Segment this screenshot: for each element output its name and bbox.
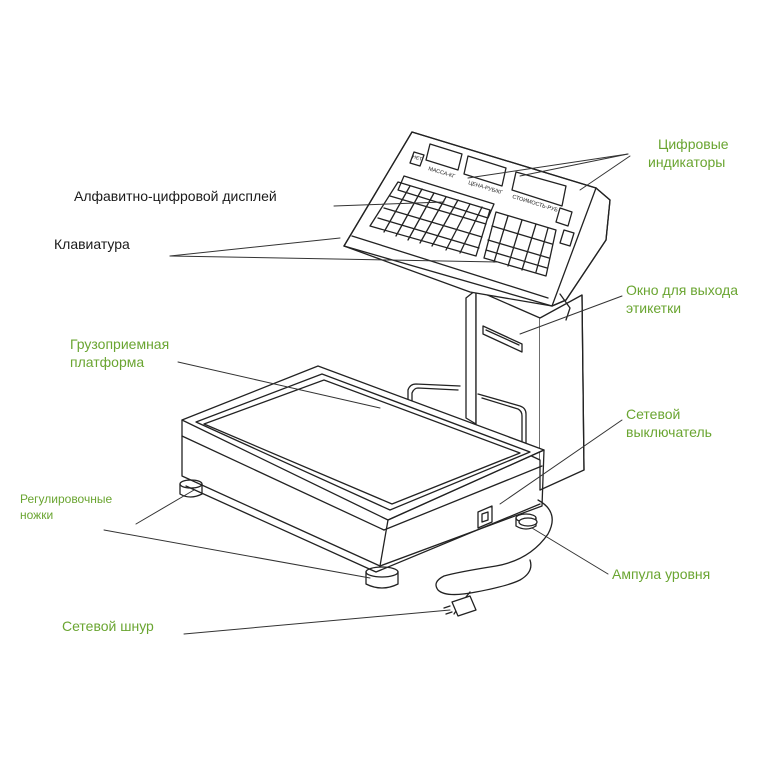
adjusting-feet — [179, 479, 537, 589]
label-power-switch-1: Сетевой — [626, 406, 681, 422]
terminal-head — [343, 131, 611, 321]
label-platform-1: Грузоприемная — [70, 336, 170, 352]
label-power-switch-2: выключатель — [626, 424, 712, 440]
label-digital-indicators-2: индикаторы — [648, 154, 726, 170]
handle-bar — [407, 383, 527, 449]
label-platform-2: платформа — [70, 354, 145, 370]
panel-net-text: НЕТ — [411, 154, 422, 163]
label-power-cord: Сетевой шнур — [62, 618, 154, 634]
label-exit-window — [482, 325, 523, 353]
label-keyboard: Клавиатура — [54, 236, 130, 252]
label-level-vial: Ампула уровня — [612, 566, 711, 582]
label-feet-2: ножки — [20, 508, 54, 522]
power-cord-line — [435, 499, 553, 617]
label-alnum-display: Алфавитно-цифровой дисплей — [74, 188, 277, 204]
label-digital-indicators-1: Цифровые — [658, 136, 729, 152]
label-window-2: этикетки — [626, 300, 682, 316]
label-window-1: Окно для выхода — [626, 282, 739, 298]
level-vial — [518, 517, 538, 527]
platform-base — [181, 365, 545, 573]
callout-lines — [103, 153, 631, 635]
power-switch — [477, 505, 493, 529]
label-feet-1: Регулировочные — [20, 492, 113, 506]
